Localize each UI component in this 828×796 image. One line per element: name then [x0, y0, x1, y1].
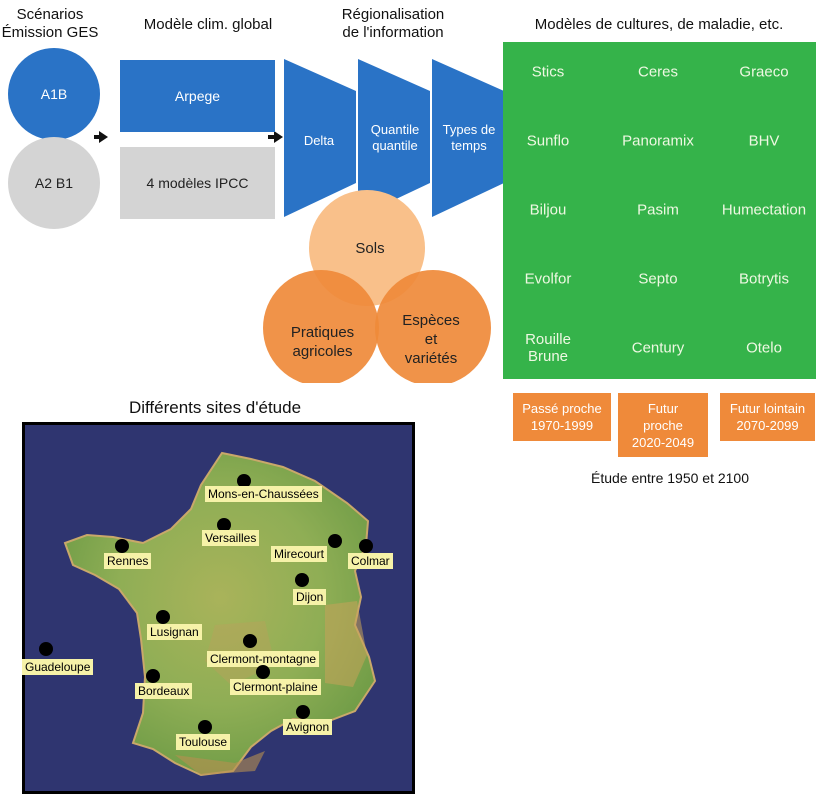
types-funnel	[432, 59, 504, 217]
scenario-a2b1-label: A2 B1	[34, 175, 74, 191]
site-dot	[115, 539, 129, 553]
study-span-text: Étude entre 1950 et 2100	[590, 470, 750, 486]
header-global-model: Modèle clim. global	[143, 16, 273, 33]
arrow-2-icon	[274, 131, 283, 143]
ipcc-label: 4 modèles IPCC	[146, 175, 249, 191]
arpege-box: Arpege	[120, 60, 275, 132]
ipcc-box: 4 modèles IPCC	[120, 147, 275, 219]
arpege-label: Arpege	[174, 88, 221, 104]
site-label: Avignon	[283, 719, 333, 735]
types-label: Types de temps	[442, 122, 496, 153]
scenario-a2b1-circle: A2 B1	[8, 137, 100, 229]
site-label: Mirecourt	[271, 546, 328, 562]
model-item: Septo	[638, 270, 678, 288]
site-label: Toulouse	[176, 734, 231, 750]
header-crop-models: Modèles de cultures, de maladie, etc.	[534, 16, 784, 33]
site-label: Rennes	[104, 553, 152, 569]
site-dot	[217, 518, 231, 532]
site-dot	[146, 669, 160, 683]
model-item: Stics	[531, 63, 565, 81]
scenario-a1b-label: A1B	[40, 86, 68, 102]
model-item: Biljou	[529, 201, 567, 219]
site-label: Clermont-plaine	[230, 679, 321, 695]
period-far-future: Futur lointain 2070-2099	[720, 393, 815, 441]
model-item: Panoramix	[622, 132, 694, 150]
model-item: Humectation	[721, 201, 807, 219]
site-label: Mons-en-Chaussées	[205, 486, 322, 502]
site-dot	[328, 534, 342, 548]
alps-relief	[325, 601, 367, 687]
venn-pratiques-label: Pratiques agricoles	[290, 324, 355, 360]
model-item: Century	[631, 339, 685, 357]
site-label: Versailles	[202, 530, 260, 546]
delta-funnel	[284, 59, 356, 217]
site-dot	[295, 573, 309, 587]
scenario-a1b-circle: A1B	[8, 48, 100, 140]
site-dot	[237, 474, 251, 488]
delta-label: Delta	[303, 133, 335, 148]
site-dot	[296, 705, 310, 719]
site-label: Dijon	[293, 589, 327, 605]
model-item: Graeco	[739, 63, 789, 81]
site-label: Guadeloupe	[22, 659, 94, 675]
arrow-1-icon	[99, 131, 108, 143]
site-label: Lusignan	[147, 624, 202, 640]
period-near-future: Futur proche 2020-2049	[618, 393, 708, 457]
model-item: Sunflo	[526, 132, 570, 150]
crop-models-panel	[503, 42, 816, 379]
quantile-label: Quantile quantile	[370, 122, 420, 153]
model-item: Pasim	[637, 201, 679, 219]
site-dot	[156, 610, 170, 624]
arrow-stem-1	[94, 135, 99, 139]
model-item: BHV	[748, 132, 780, 150]
venn-pratiques-circle	[263, 270, 379, 383]
model-item: Otelo	[746, 339, 782, 357]
model-item: Rouille Brune	[525, 331, 571, 365]
quantile-funnel	[358, 59, 430, 217]
site-label: Clermont-montagne	[207, 651, 320, 667]
site-label: Colmar	[348, 553, 393, 569]
pyrenees-relief	[175, 751, 265, 775]
venn-especes-label: Espèces et variétés	[402, 312, 460, 367]
site-dot	[198, 720, 212, 734]
model-item: Evolfor	[524, 270, 572, 288]
header-regionalisation: Régionalisation de l'information	[341, 6, 445, 41]
site-dot	[243, 634, 257, 648]
map-title: Différents sites d'étude	[128, 398, 302, 417]
model-item: Ceres	[637, 63, 679, 81]
site-dot	[256, 665, 270, 679]
period-recent-past: Passé proche 1970-1999	[513, 393, 611, 441]
site-dot	[359, 539, 373, 553]
header-scenarios: Scénarios Émission GES	[1, 6, 99, 41]
model-item: Botrytis	[738, 270, 790, 288]
venn-especes-circle	[375, 270, 491, 383]
arrow-stem-2	[268, 135, 274, 139]
site-label: Bordeaux	[135, 683, 193, 699]
site-dot	[39, 642, 53, 656]
venn-diagram	[263, 190, 491, 383]
venn-sols-label: Sols	[355, 240, 385, 257]
regionalisation-funnels	[284, 59, 504, 217]
